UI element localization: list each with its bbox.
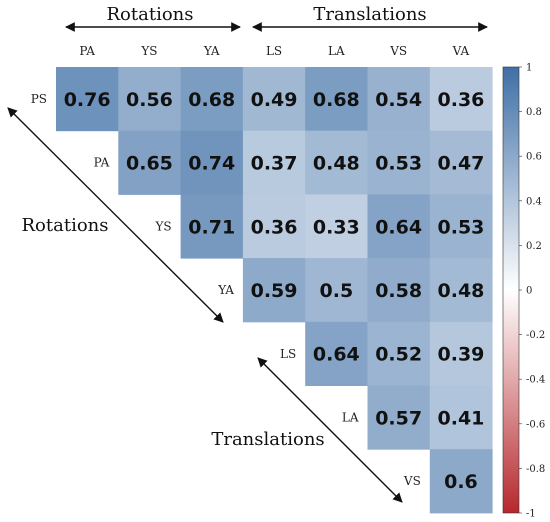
heatmap-cell	[367, 321, 431, 386]
colorbar	[502, 66, 520, 514]
heatmap-cell	[429, 449, 493, 514]
heatmap-cell	[242, 67, 306, 132]
heatmap-cell	[429, 130, 493, 195]
column-label: VS	[389, 44, 407, 58]
cell-value-label: 0.33	[313, 216, 360, 238]
heatmap-cell	[180, 194, 244, 259]
heatmap-cell	[429, 321, 493, 386]
cell-value-label: 0.52	[375, 344, 422, 366]
column-label: PA	[79, 44, 95, 58]
cell-value-label: 0.54	[375, 89, 422, 111]
cell-value-label: 0.49	[251, 89, 298, 111]
side-translations-label: Translations	[211, 429, 324, 450]
cell-value-label: 0.47	[438, 153, 485, 175]
heatmap-cell	[242, 258, 306, 323]
row-labels: PS PA YS YA LS LA VS	[31, 92, 421, 488]
heatmap-cell	[180, 67, 244, 132]
top-rotations-label: Rotations	[106, 4, 193, 25]
heatmap-cell	[429, 258, 493, 323]
row-label: VS	[403, 474, 421, 488]
heatmap-cell	[305, 67, 368, 132]
heatmap-cell	[118, 130, 182, 195]
cell-value-label: 0.56	[126, 89, 173, 111]
heatmap-cells: 0.76 0.56 0.68 0.49 0.68 0.54 0.36 0.65 0.74 0.37…	[56, 67, 493, 514]
colorbar-tick-label: -1	[526, 509, 536, 520]
colorbar-tick-label: 0	[526, 286, 532, 297]
heatmap-cell	[367, 67, 431, 132]
heatmap-cell	[367, 385, 431, 450]
heatmap-cell	[180, 130, 244, 195]
heatmap-cell	[242, 194, 306, 259]
heatmap-cell	[305, 258, 368, 323]
cell-value-label: 0.48	[438, 280, 485, 302]
heatmap-cell	[305, 321, 368, 386]
cell-value-label: 0.64	[375, 216, 422, 238]
colorbar-tick-label: 1	[526, 63, 532, 74]
cell-value-label: 0.41	[438, 407, 485, 429]
cell-value-label: 0.71	[188, 216, 235, 238]
heatmap-cell	[305, 194, 368, 259]
cell-value-label: 0.36	[438, 89, 485, 111]
column-label: YS	[140, 44, 157, 58]
heatmap-cell	[429, 67, 493, 132]
colorbar-tick-label: 0.6	[526, 152, 542, 163]
column-label: VA	[452, 44, 470, 58]
cell-value-label: 0.68	[313, 89, 360, 111]
colorbar-tick-label: 0.2	[526, 241, 542, 252]
colorbar-tick-label: -0.6	[526, 419, 545, 430]
top-translations-label: Translations	[313, 4, 426, 25]
colorbar-tick-label: -0.8	[526, 464, 545, 475]
colorbar-tick-label: 0.8	[526, 107, 542, 118]
cell-value-label: 0.53	[375, 153, 422, 175]
cell-value-label: 0.59	[251, 280, 298, 302]
cell-value-label: 0.36	[251, 216, 298, 238]
column-label: LA	[328, 44, 345, 58]
side-rotations-arrow	[7, 107, 224, 323]
row-label: YA	[217, 283, 234, 297]
heatmap-cell	[242, 130, 306, 195]
row-label: YS	[154, 219, 171, 233]
column-label: YA	[203, 44, 220, 58]
heatmap-cell	[367, 258, 431, 323]
heatmap-cell	[367, 130, 431, 195]
heatmap-cell	[429, 194, 493, 259]
cell-value-label: 0.74	[188, 153, 235, 175]
heatmap-cell	[305, 130, 368, 195]
side-translations-arrow	[257, 357, 403, 503]
cell-value-label: 0.58	[375, 280, 422, 302]
row-label: LA	[342, 411, 359, 425]
column-label: LS	[266, 44, 282, 58]
cell-value-label: 0.57	[375, 407, 422, 429]
cell-value-label: 0.5	[320, 280, 354, 302]
heatmap-cell	[429, 385, 493, 450]
row-label: LS	[280, 347, 296, 361]
colorbar-tick-label: 0.4	[526, 196, 542, 207]
cell-value-label: 0.6	[444, 471, 478, 493]
heatmap-cell	[56, 67, 119, 132]
cell-value-label: 0.48	[313, 153, 360, 175]
cell-value-label: 0.65	[126, 153, 173, 175]
column-labels: PA YS YA LS LA VS VA	[79, 44, 469, 58]
colorbar-tick-label: -0.4	[526, 375, 545, 386]
cell-value-label: 0.37	[251, 153, 298, 175]
cell-value-label: 0.76	[64, 89, 111, 111]
cell-value-label: 0.68	[188, 89, 235, 111]
cell-value-label: 0.39	[438, 344, 485, 366]
heatmap-cell	[367, 194, 431, 259]
row-label: PS	[31, 92, 47, 106]
colorbar-tick-label: -0.2	[526, 330, 545, 341]
cell-value-label: 0.53	[438, 216, 485, 238]
colorbar-ticks: 1 0.8 0.6 0.4 0.2 0 -0.2 -0.4 -0.6 -0.8 -1	[519, 63, 545, 520]
cell-value-label: 0.64	[313, 344, 360, 366]
row-label: PA	[94, 156, 110, 170]
heatmap-cell	[118, 67, 182, 132]
side-rotations-label: Rotations	[21, 215, 108, 236]
